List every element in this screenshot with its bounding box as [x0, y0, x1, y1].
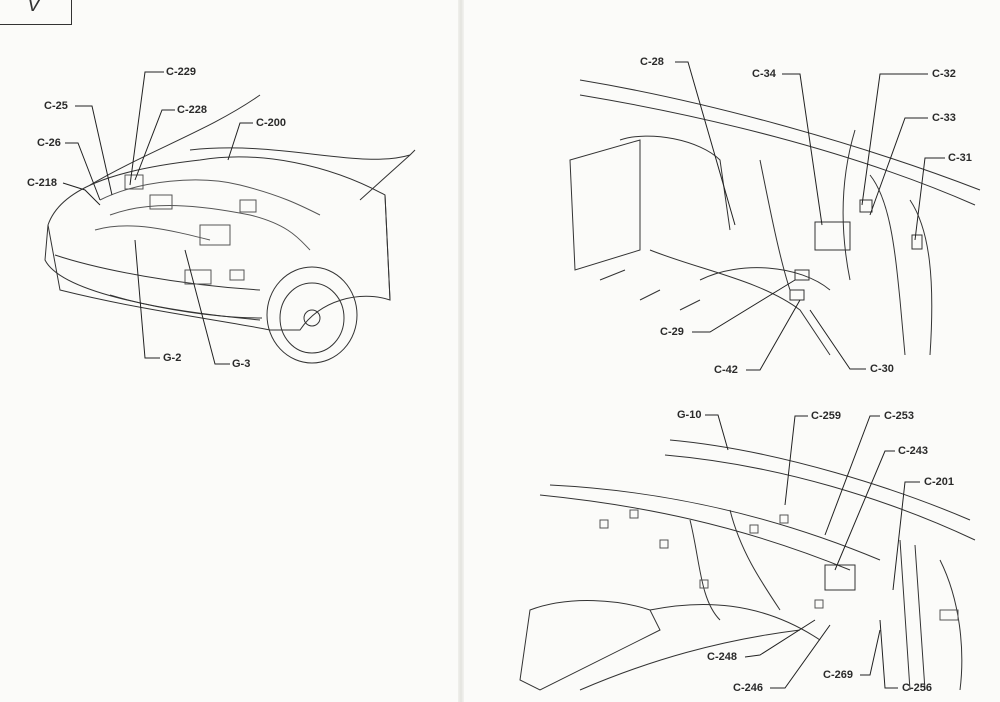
- label-c-26: C-26: [37, 137, 61, 149]
- label-c-218: C-218: [27, 177, 57, 189]
- label-c-25: C-25: [44, 100, 68, 112]
- label-c-248: C-248: [707, 651, 737, 663]
- label-g-3: G-3: [232, 358, 251, 370]
- label-c-228: C-228: [177, 104, 207, 116]
- label-c-42: C-42: [714, 364, 738, 376]
- label-c-201: C-201: [924, 476, 954, 488]
- label-c-28: C-28: [640, 56, 664, 68]
- instrument-panel-illustration: [519, 439, 976, 691]
- label-g-10: G-10: [677, 409, 702, 421]
- label-c-256: C-256: [902, 682, 932, 694]
- label-c-246: C-246: [733, 682, 763, 694]
- corner-box: V: [0, 0, 72, 25]
- label-c-243: C-243: [898, 445, 928, 457]
- label-c-259: C-259: [811, 410, 841, 422]
- kick-panel-illustration: [569, 79, 981, 356]
- label-c-29: C-29: [660, 326, 684, 338]
- label-g-2: G-2: [163, 352, 182, 364]
- label-c-229: C-229: [166, 66, 196, 78]
- label-c-31: C-31: [948, 152, 972, 164]
- corner-mark: V: [27, 0, 41, 16]
- engine-compartment-illustration: [44, 94, 416, 364]
- label-c-269: C-269: [823, 669, 853, 681]
- label-c-200: C-200: [256, 117, 286, 129]
- label-c-32: C-32: [932, 68, 956, 80]
- label-c-30: C-30: [870, 363, 894, 375]
- label-c-253: C-253: [884, 410, 914, 422]
- label-c-33: C-33: [932, 112, 956, 124]
- label-c-34: C-34: [752, 68, 776, 80]
- page-gutter: [458, 0, 464, 702]
